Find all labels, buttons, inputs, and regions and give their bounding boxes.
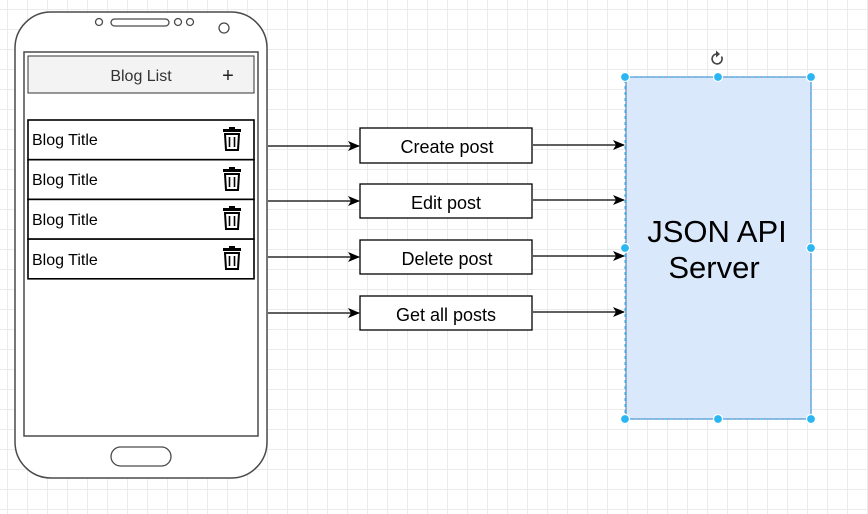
blog-title-label: Blog Title bbox=[32, 212, 98, 229]
phone-home-button bbox=[110, 446, 172, 467]
operation-label: Delete post bbox=[401, 249, 492, 269]
operation-label: Get all posts bbox=[396, 305, 496, 325]
blog-list-header: Blog List + bbox=[27, 55, 255, 94]
resize-handle-right[interactable] bbox=[805, 242, 817, 254]
list-item-box bbox=[27, 238, 255, 280]
list-item-box bbox=[27, 158, 255, 201]
list-item[interactable]: Blog Title bbox=[27, 198, 255, 240]
header-title: Blog List bbox=[110, 68, 172, 85]
server-label-line2: Server bbox=[668, 250, 759, 285]
resize-handle-top-left[interactable] bbox=[619, 71, 631, 83]
phone-sensor-dot bbox=[185, 17, 195, 27]
operation-label: Edit post bbox=[411, 193, 481, 213]
trash-icon[interactable] bbox=[223, 127, 241, 151]
header-bar bbox=[27, 55, 255, 94]
operation-edit-post[interactable]: Edit post bbox=[359, 183, 533, 219]
phone-sensor-dot bbox=[173, 17, 183, 27]
resize-handle-left[interactable] bbox=[619, 242, 631, 254]
list-item[interactable]: Blog Title bbox=[27, 158, 255, 201]
operation-box bbox=[359, 295, 533, 331]
trash-icon[interactable] bbox=[223, 167, 241, 191]
blog-title-label: Blog Title bbox=[32, 132, 98, 149]
resize-handle-bottom[interactable] bbox=[712, 413, 724, 425]
list-item[interactable]: Blog Title bbox=[27, 238, 255, 280]
resize-handle-bottom-right[interactable] bbox=[805, 413, 817, 425]
operation-get-all-posts[interactable]: Get all posts bbox=[359, 295, 533, 331]
operation-box bbox=[359, 239, 533, 275]
phone-mockup[interactable]: Blog List + Blog Title Blog Title bbox=[14, 11, 268, 479]
operation-box bbox=[359, 183, 533, 219]
server-label-line1: JSON API bbox=[647, 214, 787, 249]
blog-list: Blog Title Blog Title bbox=[27, 119, 255, 280]
phone-camera-dot bbox=[94, 17, 104, 27]
operation-delete-post[interactable]: Delete post bbox=[359, 239, 533, 275]
json-api-server-node[interactable]: JSON API Server bbox=[625, 76, 812, 420]
phone-speaker bbox=[110, 18, 170, 27]
resize-handle-top[interactable] bbox=[712, 71, 724, 83]
phone-front-camera bbox=[218, 22, 230, 34]
selection-overlay bbox=[619, 50, 817, 425]
list-item-box bbox=[27, 198, 255, 240]
trash-icon[interactable] bbox=[223, 206, 241, 230]
operation-label: Create post bbox=[400, 137, 493, 157]
server-box bbox=[625, 76, 812, 420]
blog-title-label: Blog Title bbox=[32, 172, 98, 189]
resize-handle-bottom-left[interactable] bbox=[619, 413, 631, 425]
add-post-button[interactable]: + bbox=[222, 65, 234, 87]
rotate-icon[interactable] bbox=[711, 50, 723, 65]
list-item[interactable]: Blog Title bbox=[27, 119, 255, 161]
operation-create-post[interactable]: Create post bbox=[359, 127, 533, 164]
blog-title-label: Blog Title bbox=[32, 252, 98, 269]
trash-icon[interactable] bbox=[223, 246, 241, 270]
list-item-box bbox=[27, 119, 255, 161]
resize-handle-top-right[interactable] bbox=[805, 71, 817, 83]
operation-box bbox=[359, 127, 533, 164]
